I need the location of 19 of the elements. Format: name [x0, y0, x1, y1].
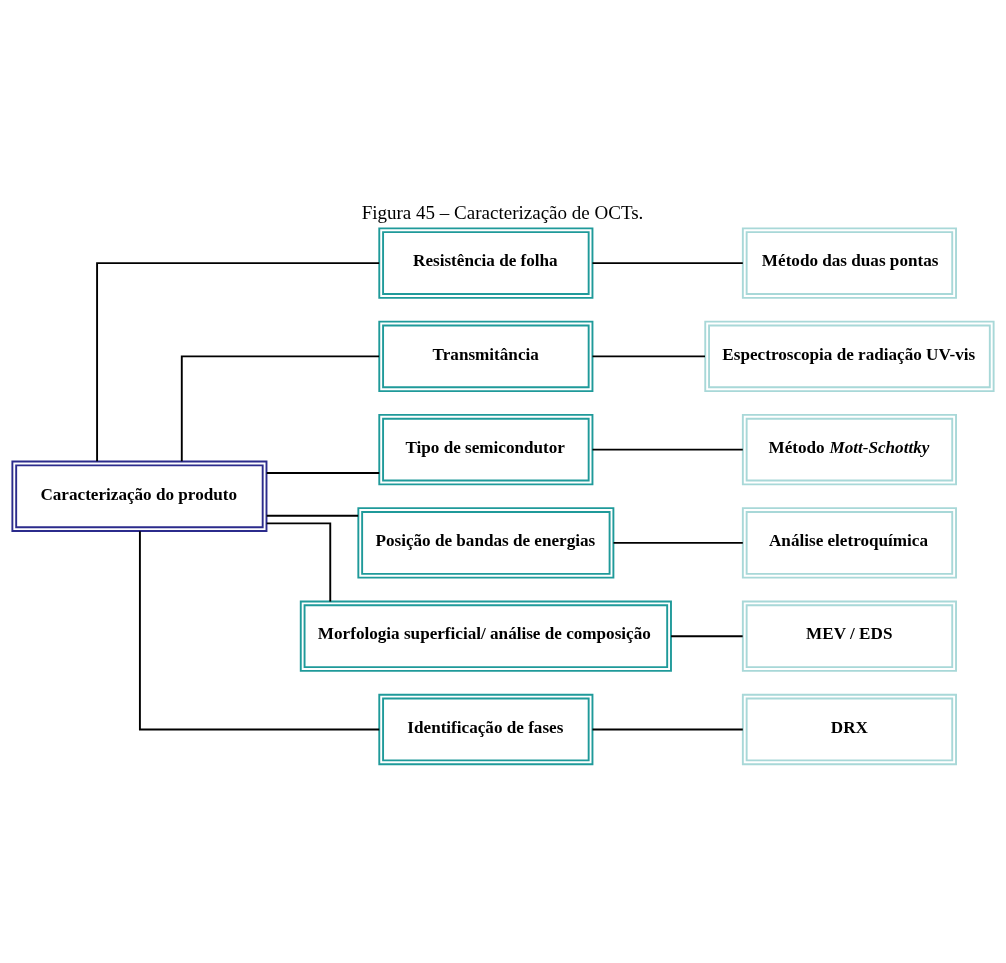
connector — [591, 448, 744, 451]
node-box: Tipo de semicondutor — [378, 413, 594, 485]
connector — [96, 261, 381, 462]
node-box: Transmitância — [378, 320, 594, 392]
node-box: Posição de bandas de energias — [357, 506, 615, 579]
connector — [591, 728, 744, 730]
connector — [265, 521, 332, 602]
connector — [591, 261, 744, 264]
connector — [612, 541, 744, 544]
connector — [265, 471, 381, 474]
node-box: Espectroscopia de radiação UV-vis — [704, 320, 995, 392]
node-box: Identificação de fases — [378, 693, 594, 765]
connector — [591, 354, 706, 357]
connector — [138, 529, 381, 730]
connector — [180, 354, 381, 462]
connector — [670, 634, 744, 637]
connector — [265, 514, 360, 517]
diagram-title: Figura 45 – Caracterização de OCTs. — [361, 201, 644, 223]
node-box: Resistência de folha — [378, 226, 594, 299]
